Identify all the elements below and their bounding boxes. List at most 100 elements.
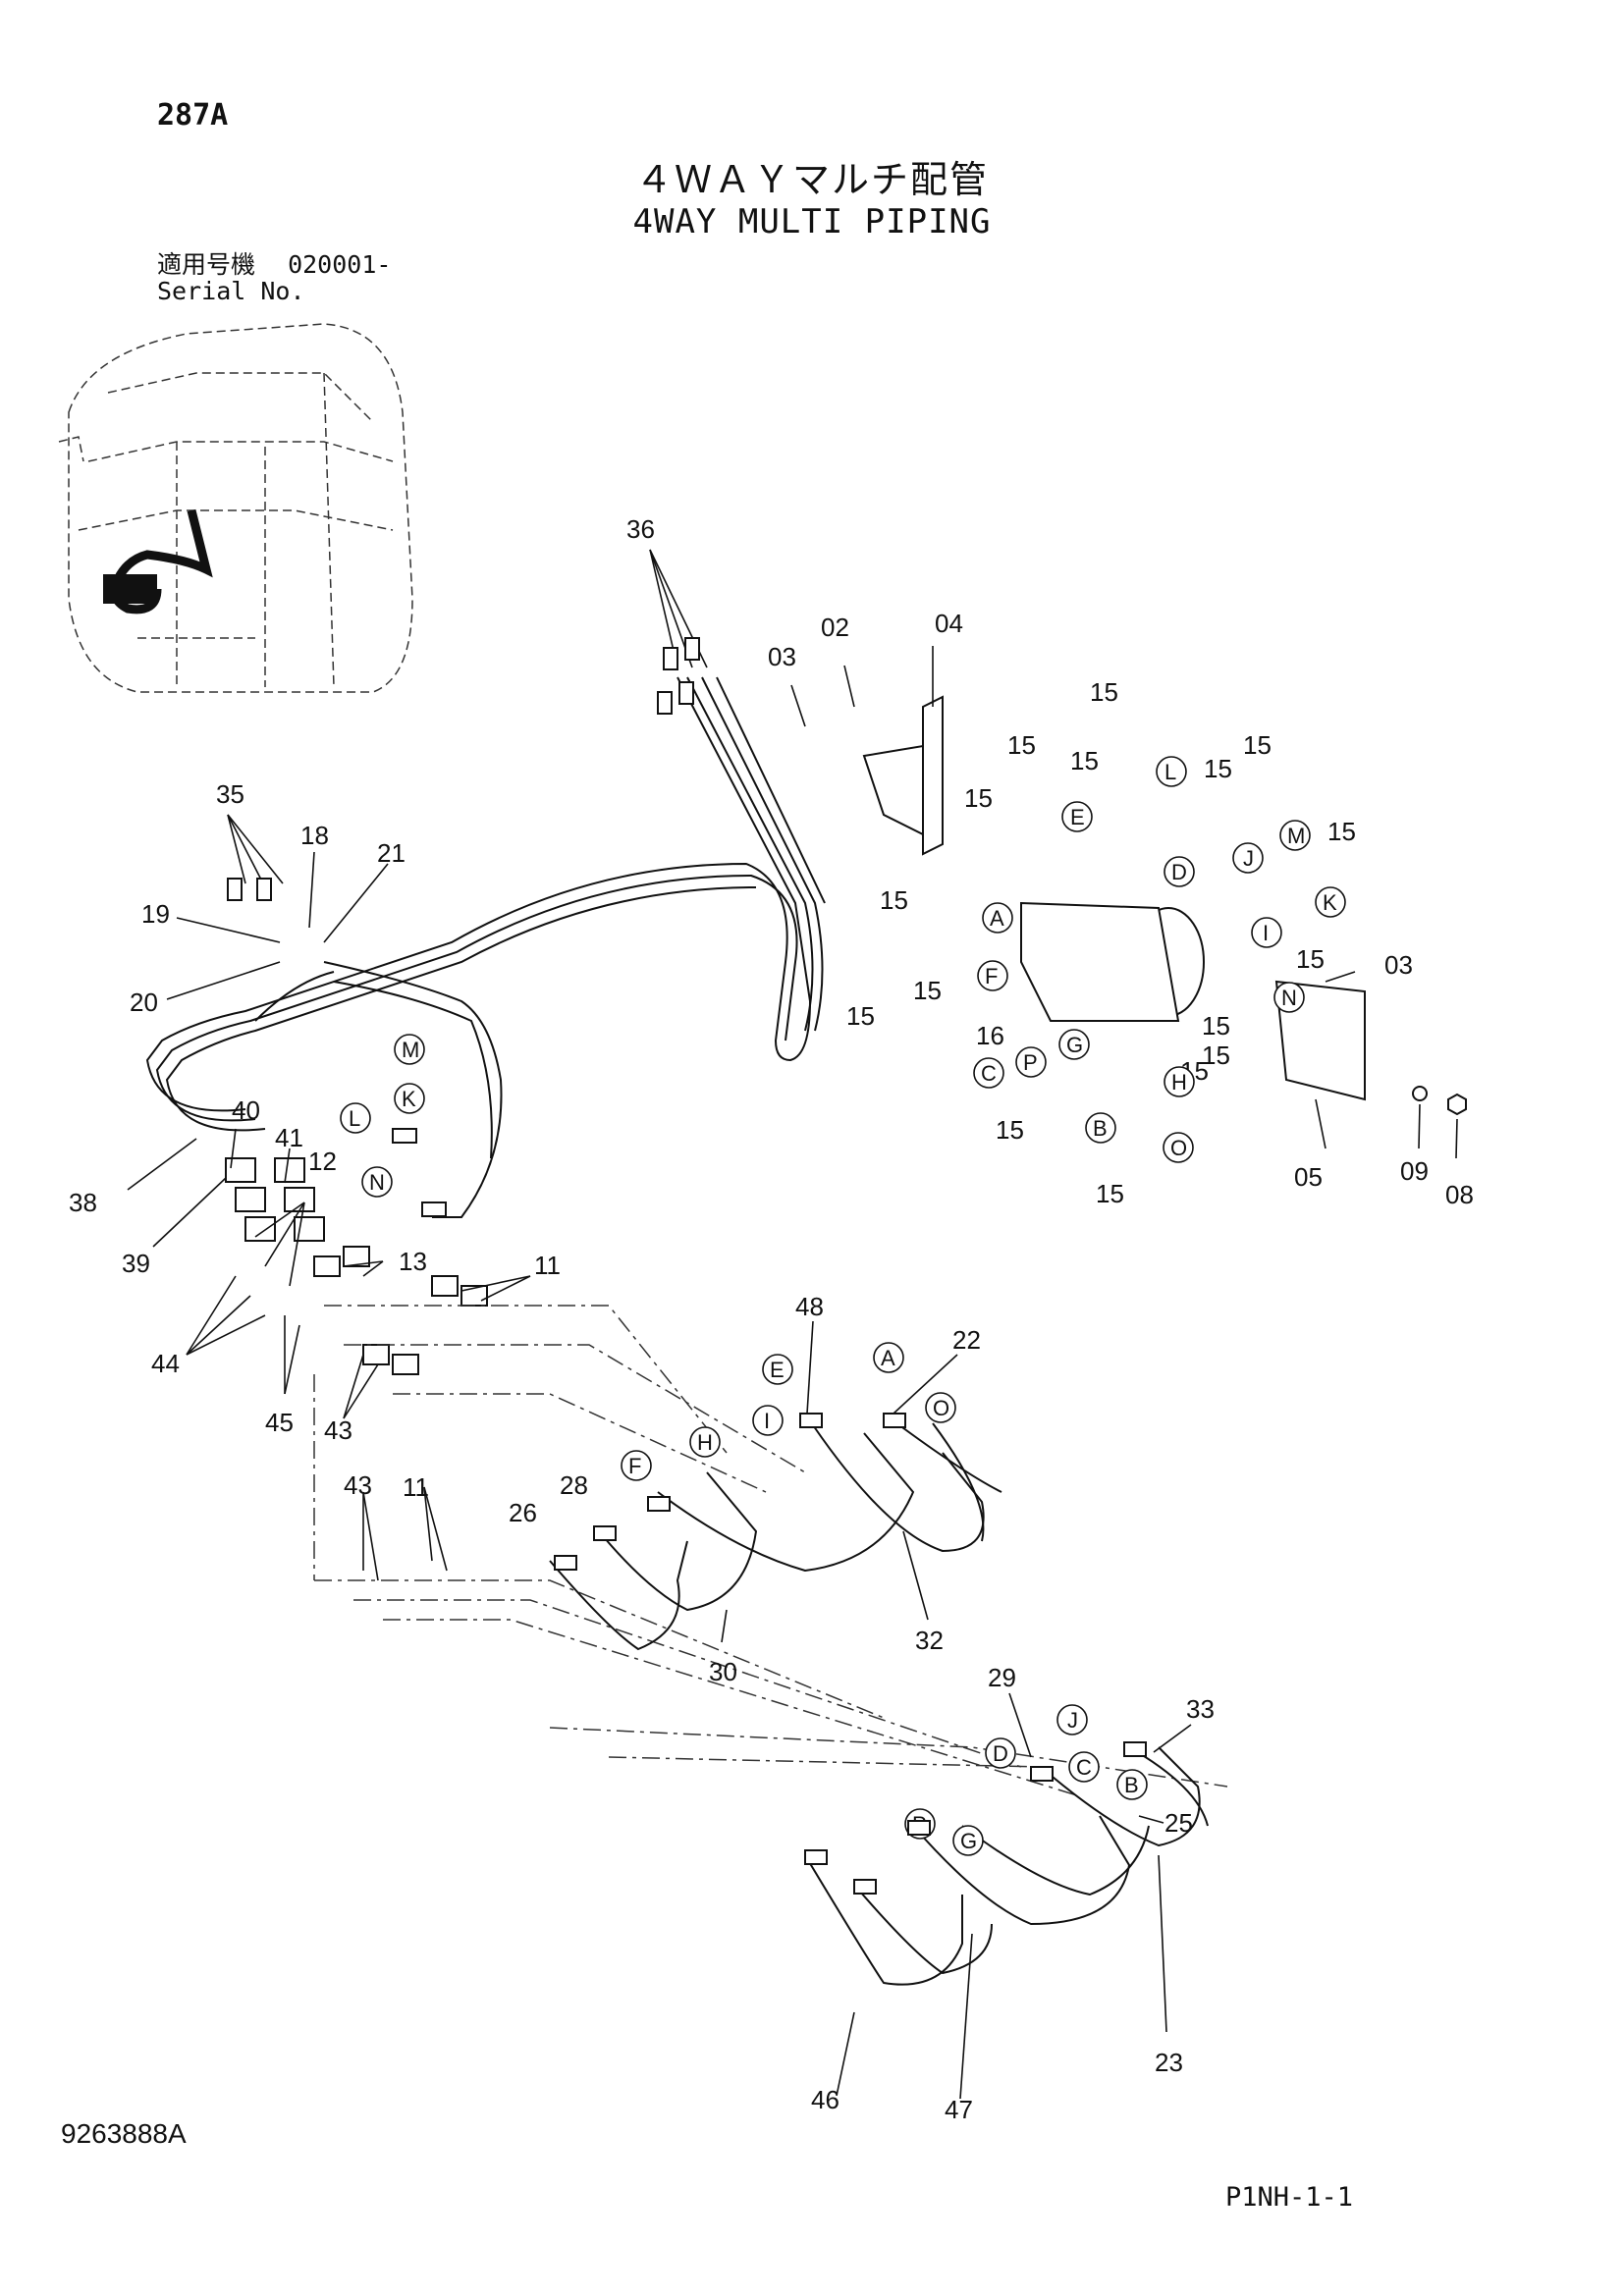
callout-15: 15 xyxy=(1070,746,1099,775)
serial-block: 適用号機 020001- Serial No. xyxy=(157,251,391,304)
callout-25: 25 xyxy=(1164,1808,1193,1838)
callout-numbers: 36 02 04 03 15 15 15 15 15 15 15 15 15 1… xyxy=(69,514,1474,2124)
callout-44: 44 xyxy=(151,1349,180,1378)
port-letter-N: N xyxy=(1281,986,1297,1010)
port-letter-A: A xyxy=(881,1346,895,1370)
port-letter-G: G xyxy=(1066,1033,1083,1057)
callout-11: 11 xyxy=(534,1251,561,1280)
port-letter-B: B xyxy=(1093,1116,1108,1141)
callout-26: 26 xyxy=(509,1498,537,1527)
callout-15: 15 xyxy=(913,976,942,1005)
callout-48: 48 xyxy=(795,1292,824,1321)
callout-15: 15 xyxy=(1243,730,1272,760)
port-letter-M: M xyxy=(402,1038,419,1062)
callout-40: 40 xyxy=(232,1095,260,1125)
port-letter-L: L xyxy=(349,1106,360,1131)
callout-05: 05 xyxy=(1294,1162,1323,1192)
callout-20: 20 xyxy=(130,988,158,1017)
port-letter-J: J xyxy=(1067,1708,1078,1733)
port-letter-A: A xyxy=(990,906,1004,931)
callout-02: 02 xyxy=(821,613,849,642)
callout-15: 15 xyxy=(1007,730,1036,760)
callout-15: 15 xyxy=(1204,754,1232,783)
page-title-english: 4WAY MULTI PIPING xyxy=(632,202,992,241)
callout-15: 15 xyxy=(846,1001,875,1031)
callout-09: 09 xyxy=(1400,1156,1429,1186)
callout-15: 15 xyxy=(964,783,993,813)
serial-label-japanese: 適用号機 xyxy=(157,250,256,279)
port-letter-E: E xyxy=(770,1358,785,1382)
callout-04: 04 xyxy=(935,609,963,638)
port-letter-C: C xyxy=(1076,1755,1092,1780)
callout-22: 22 xyxy=(952,1325,981,1355)
hose-bundle-upper xyxy=(145,676,826,1218)
sheet-id: 287A xyxy=(157,98,229,133)
hose-end-fittings xyxy=(227,637,1147,1895)
callout-11: 11 xyxy=(403,1472,429,1502)
callout-15: 15 xyxy=(1202,1011,1230,1041)
callout-35: 35 xyxy=(216,779,244,809)
port-letter-G: G xyxy=(960,1829,977,1853)
fitting-cluster-left xyxy=(225,1157,488,1375)
callout-03: 03 xyxy=(768,642,796,671)
callout-15: 15 xyxy=(1090,677,1118,707)
document-number: 9263888A xyxy=(61,2118,187,2149)
port-letter-N: N xyxy=(369,1170,385,1195)
callout-30: 30 xyxy=(709,1657,737,1686)
callout-16: 16 xyxy=(976,1021,1004,1050)
port-letter-P: P xyxy=(1023,1050,1038,1075)
callout-36: 36 xyxy=(626,514,655,544)
port-letter-J: J xyxy=(1243,846,1254,871)
port-letter-K: K xyxy=(402,1087,416,1111)
callout-47: 47 xyxy=(945,2095,973,2124)
callout-45: 45 xyxy=(265,1408,294,1437)
page-code: P1NH-1-1 xyxy=(1225,2182,1354,2213)
leader-lines xyxy=(127,549,1458,2100)
callout-13: 13 xyxy=(399,1247,427,1276)
port-letter-O: O xyxy=(1170,1136,1187,1160)
port-letter-E: E xyxy=(1070,805,1085,829)
port-letter-F: F xyxy=(985,964,998,988)
callout-28: 28 xyxy=(560,1470,588,1500)
callout-33: 33 xyxy=(1186,1694,1215,1724)
callout-15: 15 xyxy=(1296,944,1325,974)
machine-overview-sketch xyxy=(58,323,413,693)
port-letter-F: F xyxy=(628,1454,641,1478)
port-letter-I: I xyxy=(764,1409,770,1433)
valve-block-group xyxy=(862,695,1467,1116)
port-letter-B: B xyxy=(1124,1773,1139,1797)
callout-18: 18 xyxy=(300,821,329,850)
callout-23: 23 xyxy=(1155,2048,1183,2077)
port-letter-H: H xyxy=(697,1430,713,1455)
hose-loops-middle xyxy=(549,1413,1002,1651)
port-letter-O: O xyxy=(933,1396,949,1420)
port-letter-K: K xyxy=(1323,890,1337,915)
callout-41: 41 xyxy=(275,1123,303,1152)
callout-15: 15 xyxy=(1327,817,1356,846)
callout-15: 15 xyxy=(996,1115,1024,1145)
serial-value: 020001- xyxy=(288,250,392,279)
callout-43: 43 xyxy=(344,1470,372,1500)
callout-12: 12 xyxy=(308,1147,337,1176)
port-letter-H: H xyxy=(1171,1070,1187,1095)
callout-15: 15 xyxy=(880,885,908,915)
callout-19: 19 xyxy=(141,899,170,929)
callout-46: 46 xyxy=(811,2085,839,2114)
port-letter-D: D xyxy=(993,1741,1008,1766)
callout-29: 29 xyxy=(988,1663,1016,1692)
callout-15: 15 xyxy=(1096,1179,1124,1208)
page-title-japanese: ４ＷＡＹマルチ配管 xyxy=(634,158,989,201)
port-letter-I: I xyxy=(1263,921,1269,945)
hose-routing-lower xyxy=(313,1305,1228,1797)
port-letter-D: D xyxy=(1171,860,1187,884)
callout-43: 43 xyxy=(324,1415,352,1445)
port-letter-L: L xyxy=(1164,760,1176,784)
callout-08: 08 xyxy=(1445,1180,1474,1209)
serial-label-english: Serial No. xyxy=(157,277,305,305)
port-letter-C: C xyxy=(981,1061,997,1086)
port-letter-M: M xyxy=(1287,824,1305,848)
port-letter-callouts: L E M J D K A I F N G P C H B O M K L N … xyxy=(340,756,1346,1856)
callout-39: 39 xyxy=(122,1249,150,1278)
callout-38: 38 xyxy=(69,1188,97,1217)
